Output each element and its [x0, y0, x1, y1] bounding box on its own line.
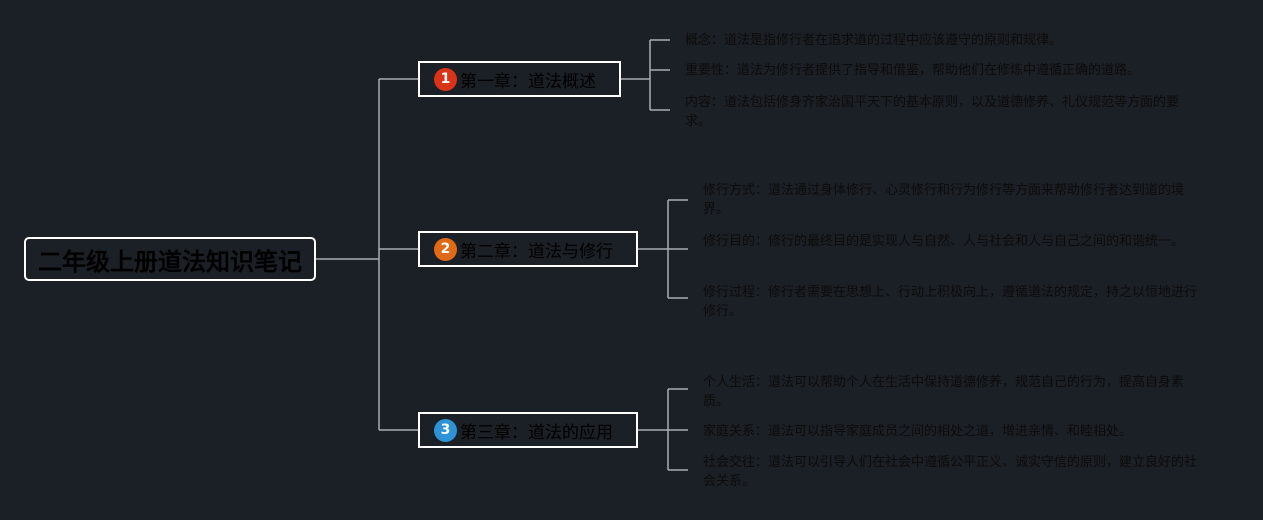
chapter-title: 第二章：道法与修行 [460, 241, 613, 262]
leaf-note[interactable]: 家庭关系：道法可以指导家庭成员之间的相处之道，增进亲情、和睦相处。 [703, 424, 1133, 439]
leaf-note[interactable]: 重要性：道法为修行者提供了指导和借鉴，帮助他们在修炼中遵循正确的道路。 [685, 63, 1141, 78]
leaf-note[interactable]: 修行目的：修行的最终目的是实现人与自然、人与社会和人与自己之间的和谐统一。 [703, 234, 1185, 249]
leaf-note[interactable]: 概念：道法是指修行者在追求道的过程中应该遵守的原则和规律。 [685, 33, 1063, 48]
chapter-node-1[interactable]: 1 第一章：道法概述 [418, 61, 621, 97]
chapter-node-3[interactable]: 3 第三章：道法的应用 [418, 412, 638, 448]
leaf-note[interactable]: 个人生活：道法可以帮助个人在生活中保持道德修养，规范自己的行为，提高自身素质。 [703, 375, 1185, 409]
leaf-note[interactable]: 内容：道法包括修身齐家治国平天下的基本原则，以及道德修养、礼仪规范等方面的要求。 [685, 95, 1180, 129]
leaf-note[interactable]: 修行过程：修行者需要在思想上、行动上积极向上，遵循道法的规定，持之以恒地进行修行… [703, 285, 1198, 319]
leaf-note[interactable]: 修行方式：道法通过身体修行、心灵修行和行为修行等方面来帮助修行者达到道的境界。 [703, 183, 1185, 217]
root-topic[interactable]: 二年级上册道法知识笔记 [24, 237, 316, 281]
number-badge-icon: 3 [434, 418, 457, 442]
number-badge-icon: 2 [434, 237, 457, 261]
chapter-title: 第一章：道法概述 [460, 71, 596, 92]
chapter-node-2[interactable]: 2 第二章：道法与修行 [418, 231, 638, 267]
chapter-title: 第三章：道法的应用 [460, 422, 613, 443]
root-title: 二年级上册道法知识笔记 [38, 247, 302, 276]
leaf-note[interactable]: 社会交往：道法可以引导人们在社会中遵循公平正义、诚实守信的原则，建立良好的社会关… [703, 455, 1198, 489]
number-badge-icon: 1 [434, 67, 457, 91]
